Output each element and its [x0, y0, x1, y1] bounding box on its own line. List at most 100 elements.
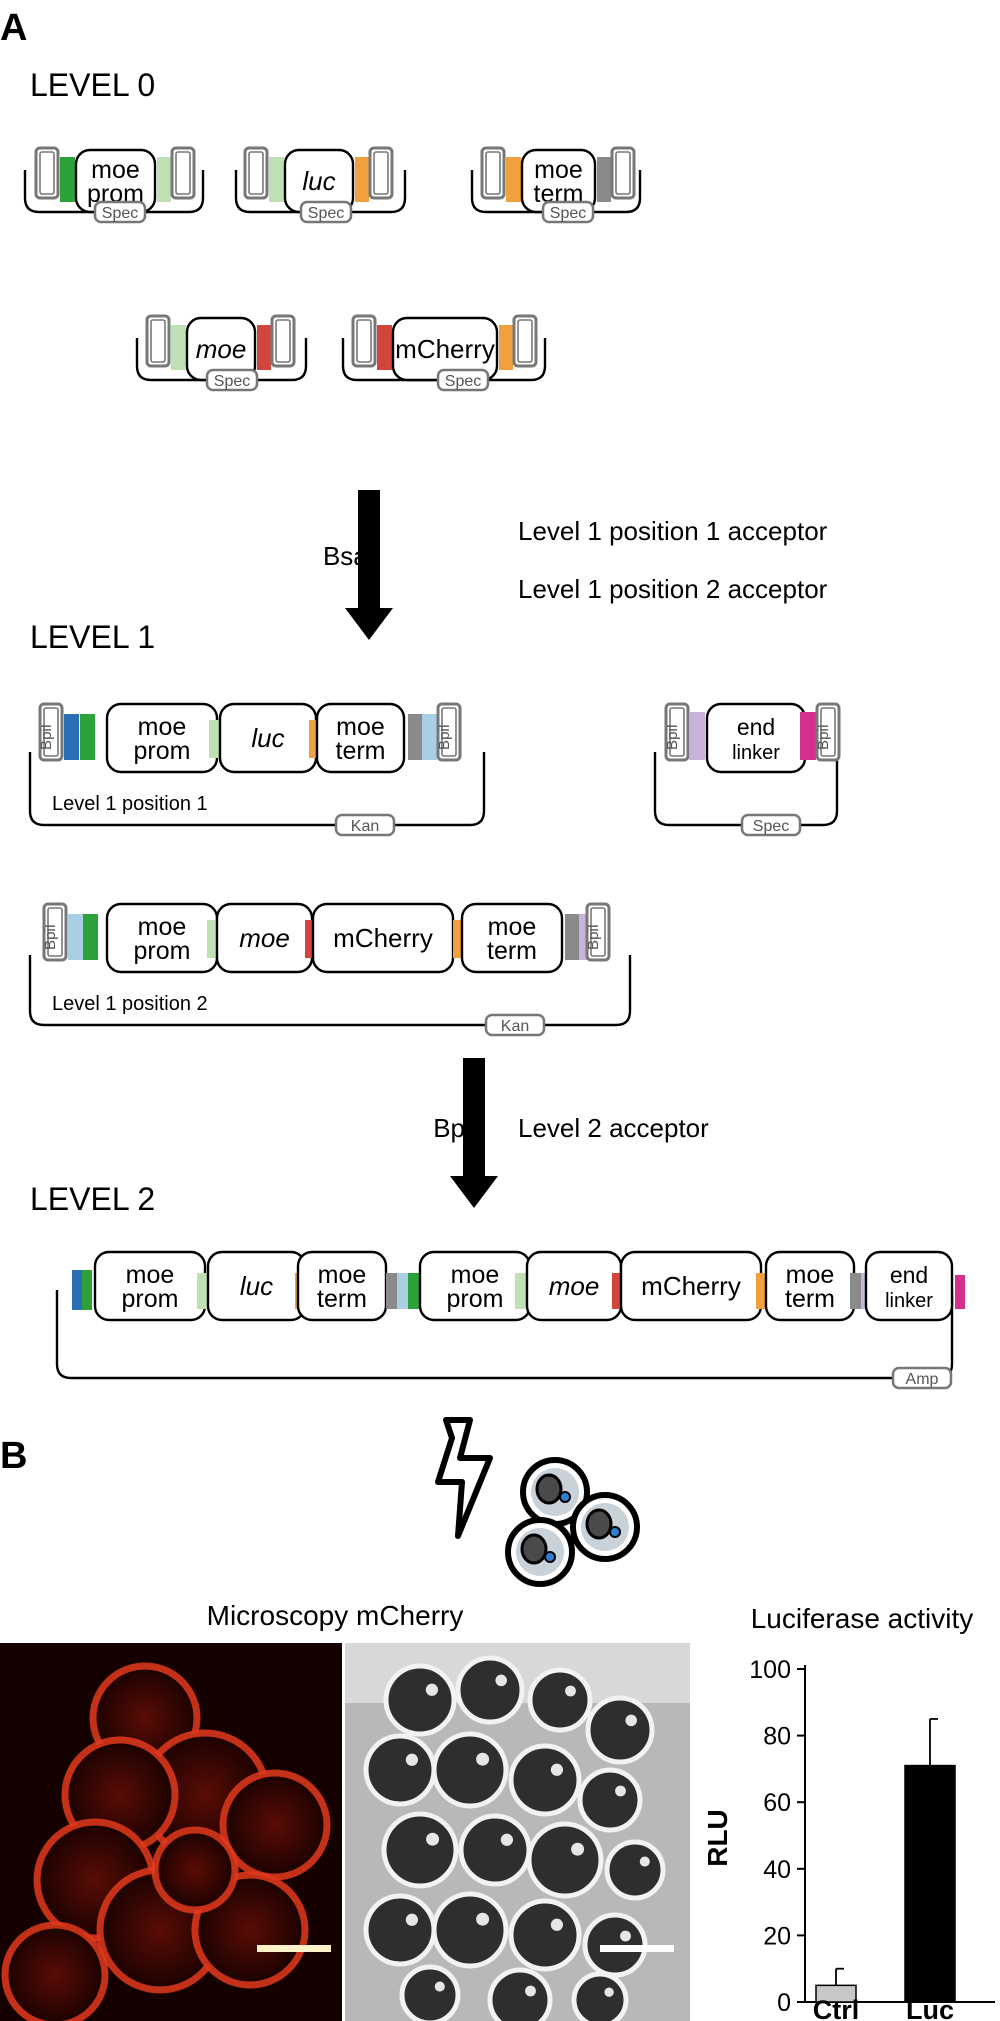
spec-marker: Spec: [205, 368, 259, 392]
panel-label-b: B: [0, 1435, 27, 1477]
phase-cell: [399, 1964, 461, 2021]
undefined-site: [351, 314, 377, 368]
site-inner: [43, 707, 59, 757]
undefined-site: [34, 146, 60, 200]
phase-cell-highlight: [615, 1785, 626, 1797]
part-label-line2: term: [317, 1285, 367, 1313]
phase-cell-highlight: [604, 1987, 614, 1997]
site-inner: [248, 151, 264, 195]
phase-cell: [526, 1821, 604, 1899]
phase-cell-highlight: [500, 1833, 514, 1846]
x-tick-label-ctrl: Ctrl: [813, 1995, 860, 2021]
part-label: moe: [549, 1271, 600, 1301]
cell-vacuole: [520, 1533, 548, 1565]
spec-marker: Spec: [740, 813, 802, 837]
part-box: [315, 702, 406, 774]
undefined-site: [480, 146, 506, 200]
marker-label: Amp: [906, 1371, 939, 1388]
cell-nucleus: [544, 1551, 556, 1563]
part-label-line1: moe: [534, 156, 583, 184]
marker-frame: [436, 368, 490, 392]
phase-cell-highlight: [405, 1753, 419, 1766]
marker-frame: [891, 1366, 953, 1390]
site-label: BpiI: [38, 724, 55, 750]
kan-marker: Kan: [334, 813, 396, 837]
site-inner: [615, 151, 631, 195]
phase-cell: [527, 1667, 593, 1733]
chart-title: Luciferase activity: [751, 1603, 974, 1634]
moe-part: moe: [525, 1250, 623, 1322]
luc-part: luc: [206, 1250, 307, 1322]
moe-part: moe: [215, 902, 314, 974]
moe-part: moe: [185, 316, 257, 382]
site-label: BpiI: [815, 724, 832, 750]
overhang-segment: [355, 157, 369, 202]
phase-cell: [487, 1967, 553, 2021]
part-label-line1: moe: [451, 1261, 500, 1289]
phase-cell-highlight: [434, 1981, 445, 1992]
overhang-segment: [689, 712, 705, 760]
fluorescent-cell: [151, 1826, 239, 1914]
phase-cell-highlight: [550, 1763, 564, 1776]
part-label-line2: linker: [885, 1290, 933, 1312]
phase-cell-highlight: [550, 1918, 564, 1931]
spec-marker: Spec: [93, 200, 147, 224]
bpii-site: BpiI: [815, 702, 841, 762]
position-2-label: Level 1 position 2: [52, 993, 208, 1015]
assembly-arrow: [450, 1058, 498, 1208]
undefined-site: [145, 314, 171, 368]
y-axis-label: RLU: [702, 1809, 733, 1867]
panel-label-a: A: [0, 7, 27, 49]
plasmid-backbone: [55, 1290, 954, 1380]
level-1-title: LEVEL 1: [30, 619, 155, 655]
marker-label: Spec: [214, 373, 250, 390]
site-inner: [275, 319, 291, 363]
site-label: BpiI: [42, 924, 59, 950]
phase-cell-highlight: [625, 1714, 637, 1727]
marker-frame: [484, 1013, 546, 1037]
overhang-segment: [506, 157, 521, 202]
level-0-title: LEVEL 0: [30, 67, 155, 103]
fluorescent-cell: [1, 1921, 109, 2021]
site-inner: [517, 319, 533, 363]
spec-marker: Spec: [541, 200, 595, 224]
site-inner: [150, 319, 166, 363]
part-label-line2: prom: [122, 1285, 179, 1313]
part-label-line1: moe: [336, 713, 385, 741]
site-inner: [373, 151, 389, 195]
overhang-segment: [68, 914, 83, 960]
mcherry-part: mCherry: [311, 902, 455, 974]
phase-cell: [577, 1767, 643, 1833]
part-label-line1: end: [737, 714, 775, 740]
phase-cell-highlight: [405, 1913, 419, 1926]
overhang-segment: [377, 325, 392, 370]
y-tick-label: 20: [763, 1922, 791, 1950]
part-label: moe: [239, 923, 290, 953]
part-label: moe: [196, 334, 247, 364]
part-label-line1: moe: [91, 156, 140, 184]
luc-part: luc: [218, 702, 318, 774]
site-inner: [485, 151, 501, 195]
phase-cell-highlight: [476, 1752, 490, 1766]
marker-frame: [740, 813, 802, 837]
phase-cell-highlight: [571, 1842, 585, 1856]
site-inner: [669, 707, 685, 757]
part-label-line2: linker: [732, 742, 780, 764]
spec-marker: Spec: [436, 368, 490, 392]
overhang-segment: [83, 914, 98, 960]
part-label: mCherry: [641, 1271, 741, 1301]
part-box: [460, 902, 564, 974]
step1-acceptor-2: Level 1 position 2 acceptor: [518, 574, 828, 604]
part-label-line1: end: [890, 1262, 928, 1288]
